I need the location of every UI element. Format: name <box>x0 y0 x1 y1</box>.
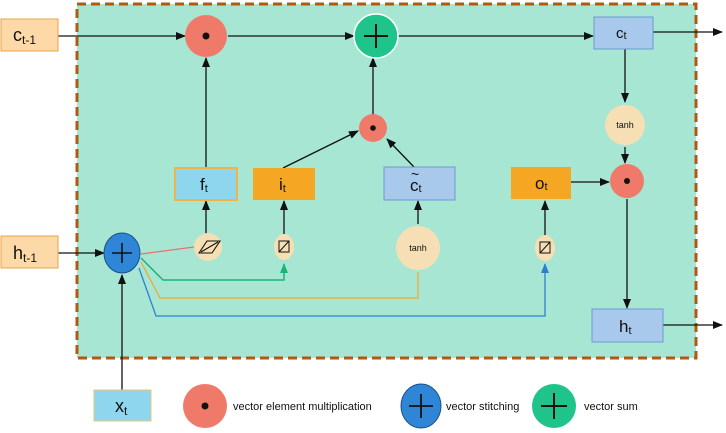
connector-stitch-to-tanh <box>140 261 419 299</box>
tanh-candidate-label: tanh <box>409 243 427 253</box>
output-c: ct <box>593 16 654 50</box>
c-tilde-accent: ~ <box>411 166 419 182</box>
sigmoid-icon <box>539 241 551 254</box>
stitch-node <box>103 232 141 274</box>
h-out-sub: t <box>628 325 631 337</box>
h-out-main: h <box>619 317 628 336</box>
gate-candidate: ~ ct <box>383 166 456 201</box>
multiply-dot-icon <box>201 402 209 410</box>
legend: vector element multiplication vector sti… <box>183 383 638 429</box>
ot-sub: t <box>544 181 547 193</box>
gate-input: it <box>253 168 315 200</box>
x-main: x <box>115 396 124 416</box>
it-sub: t <box>283 183 286 195</box>
input-h-prev: ht-1 <box>0 235 59 269</box>
svg-text:ot: ot <box>535 174 548 193</box>
plus-icon <box>409 394 433 418</box>
sigmoid-forget-node <box>194 233 222 261</box>
svg-text:xt: xt <box>115 396 128 418</box>
h-prev-main: h <box>13 243 23 263</box>
legend-sum-label: vector sum <box>584 401 638 413</box>
plus-icon <box>364 24 388 48</box>
gate-forget: ft <box>174 167 238 201</box>
sigmoid-output-node <box>535 235 555 261</box>
plus-icon <box>541 393 567 419</box>
tanh-output-node: tanh <box>605 105 645 145</box>
arrow-it-to-input-mult <box>282 130 359 169</box>
input-x: xt <box>93 389 152 422</box>
sum-node <box>353 13 399 59</box>
legend-multiplication: vector element multiplication <box>183 384 372 428</box>
output-h: ht <box>591 308 664 343</box>
c-out-main: c <box>616 25 624 42</box>
svg-text:ft: ft <box>200 175 208 195</box>
svg-text:ht: ht <box>619 317 632 337</box>
arrow-ctilde-to-input-mult <box>386 138 415 168</box>
sigmoid-input-node <box>274 234 294 260</box>
tanh-candidate-node: tanh <box>396 226 440 270</box>
svg-text:ct: ct <box>616 25 627 42</box>
c-prev-sub: t-1 <box>22 33 36 47</box>
connector-stitch-to-sigmoid-o <box>138 263 549 317</box>
c-prev-main: c <box>13 25 22 45</box>
output-multiply-node <box>610 164 644 198</box>
sigmoid-icon <box>197 240 222 254</box>
legend-sum: vector sum <box>532 384 638 428</box>
sigmoid-icon <box>278 240 290 253</box>
c-tilde-sub: t <box>419 183 422 195</box>
input-multiply-node <box>359 114 387 142</box>
multiply-dot-icon <box>370 125 376 131</box>
tanh-output-label: tanh <box>616 120 634 130</box>
c-out-sub: t <box>624 30 627 42</box>
connector-stitch-to-sigmoid-f <box>140 246 195 255</box>
it-main: i <box>279 175 283 194</box>
forget-multiply-node <box>185 15 227 57</box>
connector-stitch-to-sigmoid-i <box>140 257 288 281</box>
ot-main: o <box>535 174 544 193</box>
svg-text:ct: ct <box>410 176 422 195</box>
multiply-dot-icon <box>624 178 630 184</box>
c-tilde-main: c <box>410 176 419 195</box>
plus-icon <box>112 243 132 263</box>
svg-text:ht-1: ht-1 <box>13 243 37 265</box>
ft-sub: t <box>205 183 208 195</box>
gate-output: ot <box>511 167 571 199</box>
h-prev-sub: t-1 <box>23 251 37 265</box>
input-c-prev: ct-1 <box>0 18 59 52</box>
legend-stitching: vector stitching <box>400 383 519 429</box>
ft-main: f <box>200 175 205 194</box>
svg-text:ct-1: ct-1 <box>13 25 36 47</box>
svg-text:it: it <box>279 175 286 195</box>
multiply-dot-icon <box>202 32 210 40</box>
x-sub: t <box>124 404 128 418</box>
legend-multiplication-label: vector element multiplication <box>233 401 372 413</box>
legend-stitching-label: vector stitching <box>446 401 519 413</box>
